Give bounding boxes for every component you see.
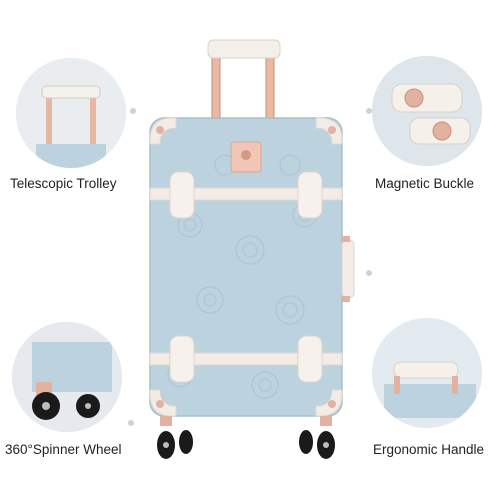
ergonomic-handle-icon	[372, 318, 482, 428]
connector-dot-trolley	[130, 108, 136, 114]
feature-label-telescopic-trolley: Telescopic Trolley	[10, 176, 117, 191]
spinner-wheel-icon	[12, 322, 122, 432]
upper-strap	[149, 187, 343, 201]
telescopic-handle-icon	[16, 58, 126, 168]
magnetic-buckle-detail	[372, 56, 482, 166]
telescopic-trolley-detail	[16, 58, 126, 168]
spinner-wheel-detail	[12, 322, 122, 432]
lower-strap	[149, 352, 343, 366]
wheels	[157, 416, 335, 459]
feature-label-magnetic-buckle: Magnetic Buckle	[375, 176, 475, 191]
connector-dot-wheel	[128, 420, 134, 426]
connector-dot-handle	[366, 270, 372, 276]
feature-label-ergonomic-handle: Ergonomic Handle	[373, 442, 485, 457]
side-handle	[341, 239, 355, 299]
feature-label-spinner-wheel: 360°Spinner Wheel	[5, 442, 122, 457]
trolley-handle-grip	[207, 39, 281, 59]
connector-dot-buckle	[366, 108, 372, 114]
ergonomic-handle-detail	[372, 318, 482, 428]
magnetic-buckle-icon	[372, 56, 482, 166]
